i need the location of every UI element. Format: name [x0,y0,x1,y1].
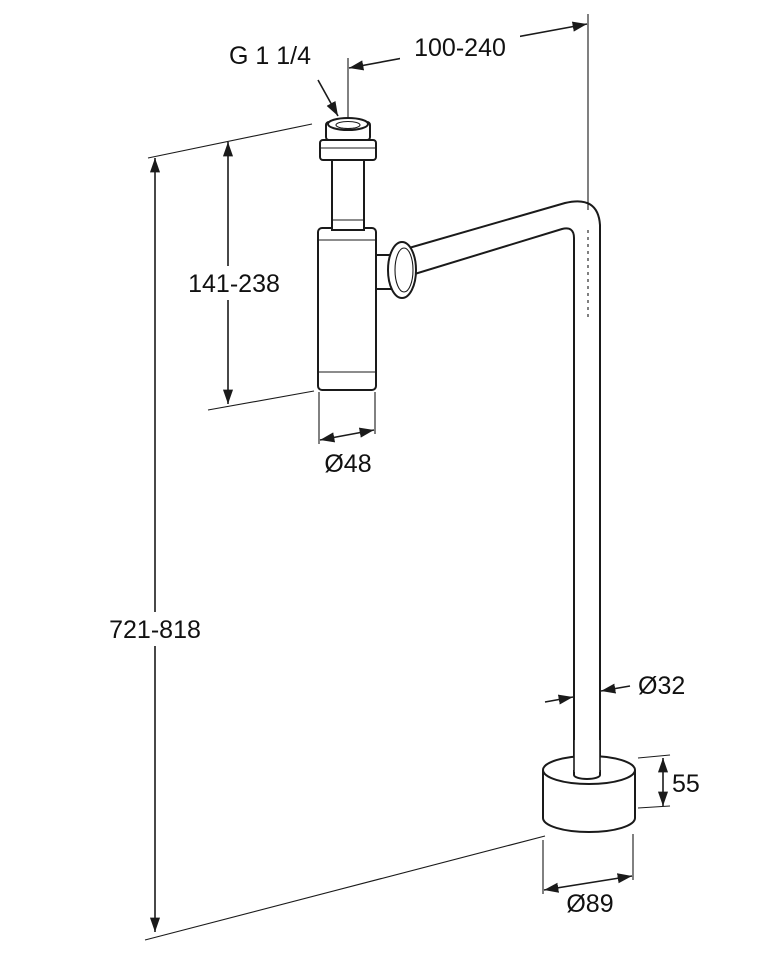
label-trap-diameter: Ø48 [324,450,371,478]
label-base-diameter: Ø89 [566,890,613,918]
floor-base [542,740,636,833]
label-thread: G 1 1/4 [229,42,311,70]
dim-pipe-diameter: Ø32 [544,672,685,705]
label-base-height: 55 [672,770,700,798]
label-pipe-diameter: Ø32 [638,672,685,700]
dim-base-diameter: Ø89 [542,834,634,918]
outlet-pipe [394,200,601,776]
bottle-trap [317,117,377,391]
dim-base-height: 55 [637,754,700,809]
dim-total-height: 721-818 [95,123,546,941]
dim-thread: G 1 1/4 [229,42,339,117]
dim-horizontal-reach: 100-240 [347,14,589,210]
connector-nut [371,241,417,299]
dim-trap-height: 141-238 [175,142,315,411]
dim-trap-diameter: Ø48 [318,392,376,478]
label-total-height: 721-818 [109,616,201,644]
label-trap-height: 141-238 [188,270,280,298]
label-horizontal-reach: 100-240 [414,34,506,62]
